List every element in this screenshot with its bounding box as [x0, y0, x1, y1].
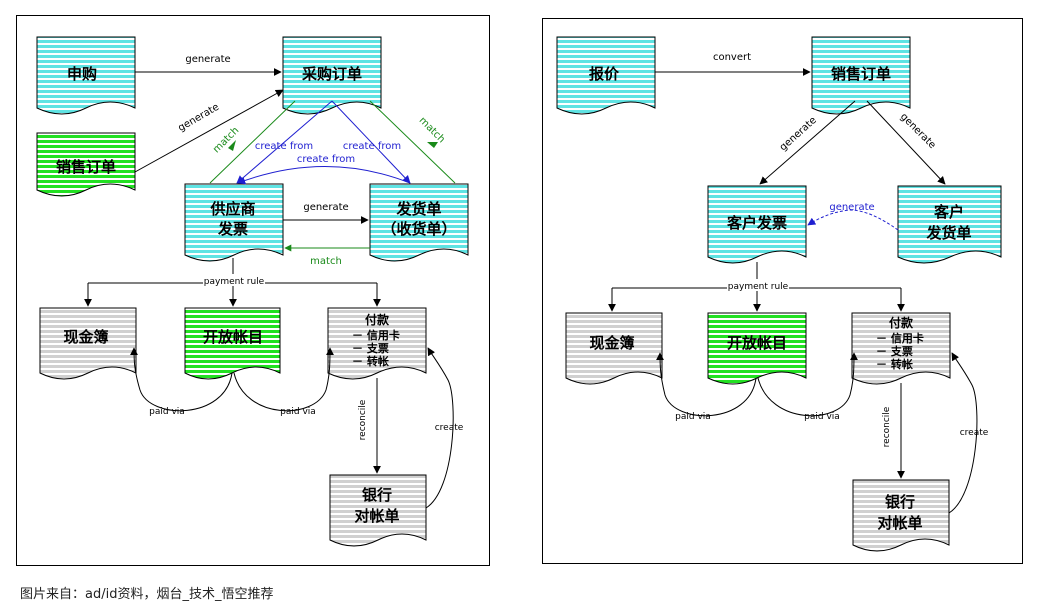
doc-kaifang-label: 开放帐目 — [203, 328, 263, 346]
doc-kaifang — [184, 307, 281, 380]
label-convert: convert — [713, 52, 751, 63]
label-generate-left: generate — [778, 115, 819, 153]
r-label-paid-via-2: paid via — [804, 412, 840, 422]
doc-fukuan — [327, 307, 427, 380]
doc-fukuan-item-2: － 支票 — [352, 341, 389, 355]
r-arrow-paid-via-2 — [757, 352, 858, 417]
arrow-match-right-head — [427, 142, 438, 148]
doc-fahuo-label-1: 发货单 — [395, 200, 441, 218]
doc-kehu-fapiao — [707, 185, 807, 264]
doc-r-fukuan-item-3: － 转帐 — [876, 357, 913, 371]
r-arrow-create — [948, 352, 978, 514]
doc-yinhang-label-1: 银行 — [362, 486, 392, 504]
label-generate-mid: generate — [303, 202, 348, 213]
payment-rule-label-bg — [203, 274, 265, 286]
label-generate-right: generate — [898, 111, 938, 151]
doc-r-xianjin-label: 现金簿 — [589, 334, 634, 352]
arrow-generate-left — [759, 100, 856, 185]
doc-gongying-fapiao — [184, 183, 284, 262]
doc-r-fukuan-item-2: － 支票 — [876, 344, 913, 358]
doc-kehu-fahuo — [897, 185, 1002, 264]
doc-r-xianjin — [565, 312, 663, 385]
r-arrow-paid-via-1 — [656, 352, 757, 417]
doc-yinhang-label-2: 对帐单 — [354, 507, 399, 525]
arrow-create-from-1 — [236, 100, 333, 184]
doc-fukuan-title: 付款 — [365, 312, 390, 327]
label-payment-rule: payment rule — [204, 277, 265, 287]
right-panel-frame — [542, 18, 1023, 564]
doc-r-fukuan — [851, 312, 951, 385]
left-panel-frame — [16, 15, 490, 566]
arrow-xiaoshou-to-caigou — [134, 89, 284, 173]
doc-baojia-label: 报价 — [589, 65, 620, 83]
r-label-reconcile: reconcile — [882, 406, 892, 447]
doc-r-fukuan-item-1: － 信用卡 — [876, 331, 924, 345]
label-match-right: match — [417, 115, 447, 145]
arrow-match-left — [209, 100, 296, 184]
doc-r-fukuan-title: 付款 — [889, 315, 914, 330]
doc-xianjin-label: 现金簿 — [63, 328, 108, 346]
label-paid-via-2: paid via — [280, 407, 316, 417]
doc-shengou-label: 申购 — [67, 65, 97, 83]
doc-r-yinhang — [852, 479, 950, 552]
doc-r-xiaoshou — [811, 36, 911, 115]
doc-fahuo — [369, 183, 469, 262]
arrow-paid-via-2 — [233, 347, 334, 412]
arrow-match-right — [369, 100, 456, 184]
label-create: create — [435, 423, 464, 433]
doc-r-kaifang — [707, 312, 807, 385]
label-generate-diag: generate — [176, 102, 221, 134]
r-label-paid-via-1: paid via — [675, 412, 711, 422]
doc-kehu-label-1: 客户 — [933, 203, 964, 221]
doc-fahuo-label-2: （收货单） — [381, 220, 456, 238]
label-reconcile: reconcile — [358, 399, 368, 440]
doc-gongying-label-1: 供应商 — [209, 200, 255, 218]
label-create-from-3: create from — [297, 154, 355, 165]
doc-kehu-label-2: 发货单 — [925, 224, 971, 242]
arrow-create-from-3 — [237, 166, 411, 185]
arrow-create-from-2 — [331, 100, 411, 184]
label-paid-via-1: paid via — [149, 407, 185, 417]
doc-r-yinhang-label-1: 银行 — [885, 493, 915, 511]
label-generate-top: generate — [185, 54, 230, 65]
doc-caigou-label: 采购订单 — [301, 65, 362, 83]
arrow-generate-mid — [807, 209, 899, 231]
doc-xiaoshou — [36, 132, 136, 197]
arrow-match-left-head — [228, 140, 236, 151]
doc-r-xiaoshou-label: 销售订单 — [831, 65, 891, 83]
doc-r-yinhang-label-2: 对帐单 — [877, 514, 922, 532]
r-label-create: create — [960, 428, 989, 438]
label-create-from-1: create from — [255, 141, 313, 152]
doc-fukuan-item-1: － 信用卡 — [352, 328, 400, 342]
label-create-from-2: create from — [343, 141, 401, 152]
arrow-create — [425, 347, 454, 509]
r-payment-rule-label-bg — [727, 279, 789, 291]
doc-caigou — [282, 36, 382, 115]
doc-kehu-fapiao-label: 客户发票 — [726, 214, 787, 232]
image-caption: 图片来自：ad/id资料，烟台_技术_悟空推荐 — [20, 587, 274, 602]
label-match-left: match — [211, 125, 241, 155]
arrow-generate-right — [866, 100, 946, 185]
doc-fukuan-item-3: － 转帐 — [352, 354, 389, 368]
doc-r-kaifang-label: 开放帐目 — [727, 334, 787, 352]
label-match-bottom: match — [310, 256, 342, 267]
label-generate-mid: generate — [829, 202, 874, 213]
doc-baojia — [556, 36, 656, 115]
doc-shengou — [36, 36, 136, 115]
doc-xianjin — [39, 307, 137, 380]
doc-xiaoshou-label: 销售订单 — [56, 158, 116, 176]
doc-gongying-label-2: 发票 — [217, 220, 248, 238]
r-label-payment-rule: payment rule — [728, 282, 789, 292]
doc-yinhang — [329, 474, 427, 547]
arrow-paid-via-1 — [130, 347, 233, 412]
